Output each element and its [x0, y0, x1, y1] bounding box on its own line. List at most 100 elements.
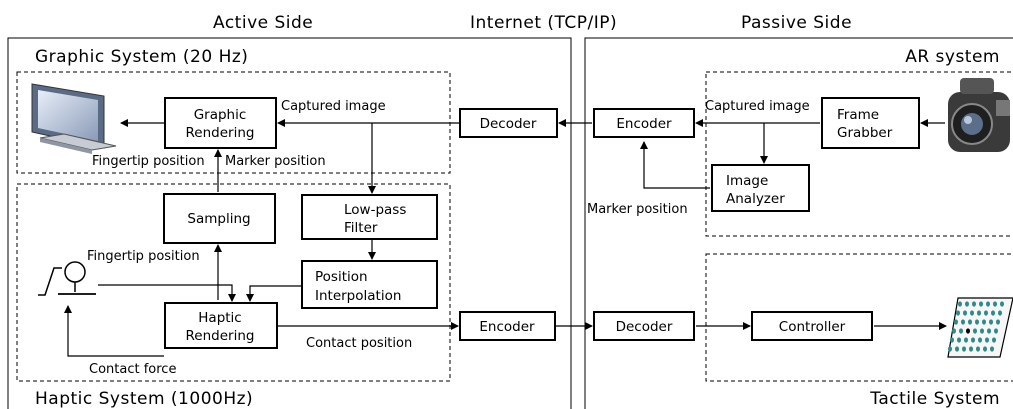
frame-grabber-label-1: Frame	[837, 107, 879, 123]
tactile-pin	[987, 328, 991, 334]
encoder-top-label: Encoder	[616, 116, 672, 132]
haptic-rendering-label-1: Haptic	[198, 310, 241, 326]
tactile-pin	[963, 310, 967, 316]
ar-system-region	[705, 71, 1013, 237]
sampling-label: Sampling	[187, 211, 250, 227]
tactile-pin	[957, 337, 961, 343]
tactile-pin	[1000, 301, 1004, 307]
low-pass-filter-block: Low-pass Filter	[301, 194, 438, 240]
tactile-pin	[952, 328, 956, 334]
encoder-bottom-label: Encoder	[479, 319, 535, 335]
arrow-analyzer-to-encoder	[640, 141, 710, 189]
label-marker-position-right: Marker position	[587, 202, 688, 217]
tactile-pin	[961, 319, 965, 325]
tactile-pin	[950, 337, 954, 343]
tactile-system-title: Tactile System	[869, 389, 1000, 409]
tactile-pin	[983, 346, 987, 352]
tactile-pin	[984, 310, 988, 316]
tactile-pin	[979, 301, 983, 307]
tactile-pin	[994, 328, 998, 334]
tactile-pin	[989, 319, 993, 325]
tactile-pin	[970, 310, 974, 316]
tactile-pin	[972, 301, 976, 307]
tactile-pin	[959, 328, 963, 334]
ar-system-title: AR system	[905, 47, 1000, 67]
tactile-pin	[986, 301, 990, 307]
label-captured-image-left: Captured image	[281, 99, 386, 114]
tactile-pin	[965, 301, 969, 307]
tactile-pin	[966, 328, 970, 334]
haptic-system-title: Haptic System (1000Hz)	[35, 389, 253, 409]
graphic-rendering-label-2: Rendering	[186, 125, 255, 141]
tactile-pin	[975, 319, 979, 325]
tactile-pin	[992, 337, 996, 343]
tactile-pin	[996, 319, 1000, 325]
frame-grabber-block: Frame Grabber	[821, 97, 920, 149]
tactile-pin	[982, 319, 986, 325]
position-interpolation-label-2: Interpolation	[315, 288, 401, 304]
label-contact-position: Contact position	[306, 336, 412, 351]
arrow-device-to-haptic	[98, 284, 236, 302]
tactile-pin	[985, 337, 989, 343]
label-contact-force: Contact force	[89, 362, 176, 377]
monitor-icon	[31, 83, 117, 154]
active-side-panel	[7, 37, 572, 409]
tactile-pin	[990, 346, 994, 352]
position-interpolation-label-1: Position	[315, 269, 368, 285]
controller-block: Controller	[751, 311, 873, 341]
graphic-rendering-label-1: Graphic	[194, 107, 247, 123]
tactile-pin	[978, 337, 982, 343]
tactile-pin	[980, 328, 984, 334]
tactile-pin	[955, 346, 959, 352]
arrow-force-to-device	[64, 305, 164, 357]
tactile-pin	[998, 310, 1002, 316]
tactile-pin	[954, 319, 958, 325]
video-camera-icon	[948, 78, 1010, 152]
header-passive-side: Passive Side	[741, 13, 852, 33]
label-captured-image-right: Captured image	[705, 99, 810, 114]
tactile-pin	[958, 301, 962, 307]
arrow-interp-to-haptic	[246, 285, 302, 302]
tactile-pin	[991, 310, 995, 316]
tactile-pin	[976, 346, 980, 352]
sampling-block: Sampling	[163, 193, 276, 244]
label-fingertip-position-top: Fingertip position	[92, 154, 205, 169]
controller-label: Controller	[779, 319, 846, 335]
tactile-pin	[968, 319, 972, 325]
graphic-rendering-block: Graphic Rendering	[164, 97, 277, 149]
encoder-bottom-block: Encoder	[459, 311, 556, 341]
decoder-top-label: Decoder	[480, 116, 537, 132]
tactile-pin	[964, 337, 968, 343]
tactile-pin	[993, 301, 997, 307]
low-pass-filter-label-2: Filter	[344, 220, 378, 236]
header-internet: Internet (TCP/IP)	[470, 13, 617, 33]
passive-side-panel	[584, 37, 1013, 409]
encoder-top-block: Encoder	[593, 108, 695, 138]
tactile-pin	[969, 346, 973, 352]
decoder-bottom-block: Decoder	[593, 311, 695, 341]
tactile-system-region	[705, 253, 1013, 382]
image-analyzer-label-1: Image	[726, 173, 768, 189]
haptic-rendering-block: Haptic Rendering	[164, 302, 278, 349]
label-fingertip-position-left: Fingertip position	[87, 249, 200, 264]
frame-grabber-label-2: Grabber	[837, 125, 893, 141]
tactile-pin	[973, 328, 977, 334]
decoder-bottom-label: Decoder	[616, 319, 673, 335]
label-marker-position-left: Marker position	[225, 154, 326, 169]
tactile-pin-array-icon	[947, 297, 1013, 358]
image-analyzer-block: Image Analyzer	[711, 164, 810, 212]
header-active-side: Active Side	[213, 13, 313, 33]
tactile-pin	[962, 346, 966, 352]
image-analyzer-label-2: Analyzer	[726, 191, 785, 207]
position-interpolation-block: Position Interpolation	[301, 260, 438, 309]
haptic-rendering-label-2: Rendering	[186, 328, 255, 344]
graphic-system-title: Graphic System (20 Hz)	[35, 47, 248, 67]
low-pass-filter-label-1: Low-pass	[344, 202, 406, 218]
tactile-pin	[948, 346, 952, 352]
tactile-pin	[971, 337, 975, 343]
decoder-top-block: Decoder	[459, 108, 558, 138]
tactile-pin	[977, 310, 981, 316]
tactile-pin	[956, 310, 960, 316]
